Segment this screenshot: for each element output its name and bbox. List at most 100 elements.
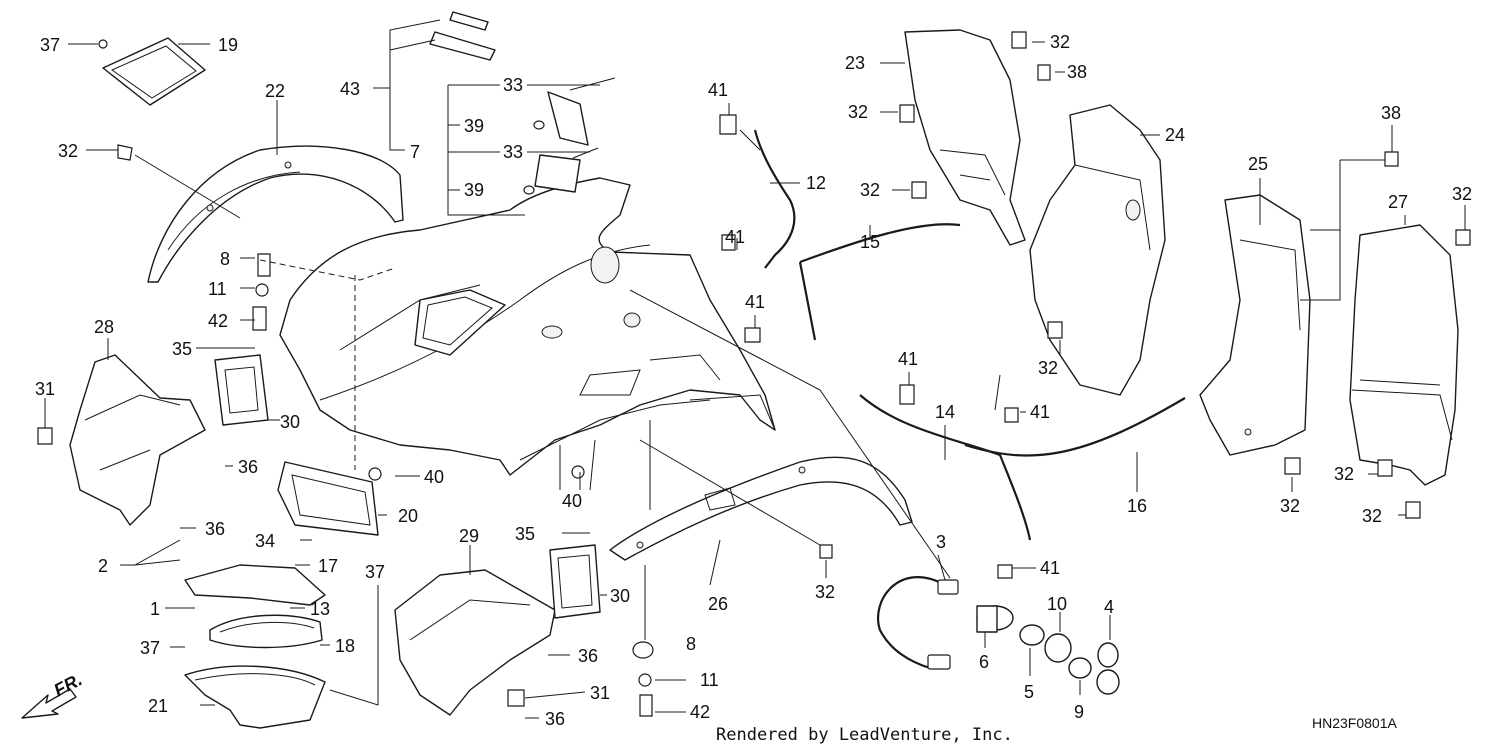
callout-8: 8: [220, 249, 230, 269]
callout-32: 32: [1362, 506, 1382, 526]
part-26-fender-trim: [609, 456, 913, 561]
front-label: FR.: [50, 669, 85, 700]
callout-38: 38: [1381, 103, 1401, 123]
callout-41: 41: [898, 349, 918, 369]
callout-36: 36: [205, 519, 225, 539]
front-arrow-icon: FR.: [21, 669, 85, 719]
callout-19: 19: [218, 35, 238, 55]
callout-33: 33: [503, 75, 523, 95]
callout-2: 2: [98, 556, 108, 576]
callout-32: 32: [815, 582, 835, 602]
callout-7: 7: [410, 142, 420, 162]
part-19-lid: [102, 37, 206, 106]
callout-3: 3: [936, 532, 946, 552]
callout-30: 30: [610, 586, 630, 606]
callout-34: 34: [255, 531, 275, 551]
callout-36: 36: [578, 646, 598, 666]
callout-35: 35: [172, 339, 192, 359]
callout-33: 33: [503, 142, 523, 162]
callout-32: 32: [1452, 184, 1472, 204]
callout-36: 36: [238, 457, 258, 477]
callout-21: 21: [148, 696, 168, 716]
callout-40: 40: [562, 491, 582, 511]
part-5-ring: [1019, 624, 1045, 646]
callout-41: 41: [1040, 558, 1060, 578]
part-10-bezel: [1044, 633, 1072, 663]
callout-27: 27: [1388, 192, 1408, 212]
callout-39: 39: [464, 180, 484, 200]
callout-41: 41: [1030, 402, 1050, 422]
callout-31: 31: [35, 379, 55, 399]
callout-41: 41: [725, 227, 745, 247]
callout-9: 9: [1074, 702, 1084, 722]
callout-24: 24: [1165, 125, 1185, 145]
callout-37: 37: [40, 35, 60, 55]
callout-25: 25: [1248, 154, 1268, 174]
callout-37: 37: [365, 562, 385, 582]
front-body-cover: [279, 177, 776, 476]
callouts: 37 19 43 7 33 39 33 39 22 32 8 11 42 28 …: [35, 32, 1472, 729]
callout-15: 15: [860, 232, 880, 252]
leader-lines: [44, 19, 1466, 719]
callout-42: 42: [208, 311, 228, 331]
cable-12: [753, 129, 796, 269]
callout-40: 40: [424, 467, 444, 487]
part-3-harness: [877, 576, 959, 670]
part-30-duct-center: [549, 544, 601, 619]
callout-14: 14: [935, 402, 955, 422]
callout-18: 18: [335, 636, 355, 656]
callout-22: 22: [265, 81, 285, 101]
callout-5: 5: [1024, 682, 1034, 702]
callout-8: 8: [686, 634, 696, 654]
callout-6: 6: [979, 652, 989, 672]
callout-17: 17: [318, 556, 338, 576]
cable-16: [964, 397, 1186, 457]
callout-37: 37: [140, 638, 160, 658]
callout-29: 29: [459, 526, 479, 546]
part-18-seal: [209, 614, 323, 649]
callout-11: 11: [208, 279, 227, 299]
callout-16: 16: [1127, 496, 1147, 516]
callout-13: 13: [310, 599, 330, 619]
callout-36: 36: [545, 709, 565, 729]
callout-32: 32: [860, 180, 880, 200]
callout-1: 1: [150, 599, 160, 619]
callout-32: 32: [1334, 464, 1354, 484]
callout-23: 23: [845, 53, 865, 73]
part-9-nut: [1068, 657, 1092, 679]
callout-20: 20: [398, 506, 418, 526]
callout-30: 30: [280, 412, 300, 432]
part-27-mud-guard: [1349, 224, 1459, 486]
callout-11: 11: [700, 670, 719, 690]
part-17-flap: [184, 564, 326, 606]
callout-32: 32: [1050, 32, 1070, 52]
callout-32: 32: [1038, 358, 1058, 378]
part-28-inner-fender: [69, 354, 206, 526]
callout-35: 35: [515, 524, 535, 544]
diagram-code: HN23F0801A: [1312, 715, 1397, 731]
part-20-duct: [277, 461, 379, 536]
callout-39: 39: [464, 116, 484, 136]
part-7-plates: [523, 77, 616, 195]
cable-15: [798, 223, 961, 341]
callout-38: 38: [1067, 62, 1087, 82]
callout-42: 42: [690, 702, 710, 722]
callout-32: 32: [58, 141, 78, 161]
fasteners: [37, 31, 1471, 717]
callout-32: 32: [848, 102, 868, 122]
callout-26: 26: [708, 594, 728, 614]
part-22-fender-trim: [147, 145, 404, 283]
callout-10: 10: [1047, 594, 1067, 614]
callout-32: 32: [1280, 496, 1300, 516]
part-21-tray: [184, 665, 326, 729]
callout-43: 43: [340, 79, 360, 99]
part-6-socket: [976, 605, 1014, 633]
callout-41: 41: [745, 292, 765, 312]
callout-31: 31: [590, 683, 610, 703]
part-23-inner-panel: [904, 29, 1026, 246]
part-30-duct-left: [214, 354, 269, 426]
part-29-inner-fender: [394, 569, 556, 716]
footer-credit: Rendered by LeadVenture, Inc.: [716, 725, 1013, 745]
